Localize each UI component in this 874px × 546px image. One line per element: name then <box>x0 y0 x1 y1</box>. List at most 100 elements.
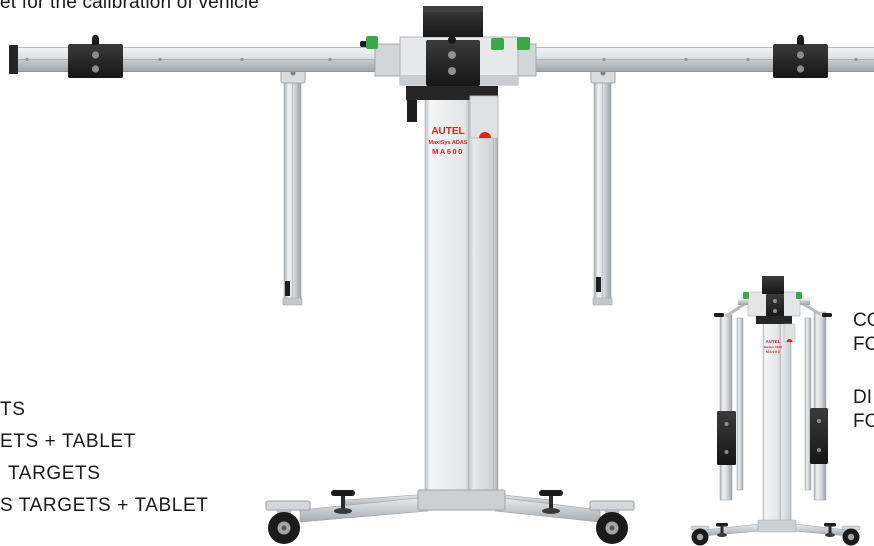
main-base <box>265 489 635 544</box>
compact-left-slider-bolt <box>724 422 729 426</box>
crossbar-screw <box>746 57 750 62</box>
compact-level-left <box>743 292 749 299</box>
right-foot-stem <box>549 496 553 509</box>
left-slider-bolt-bottom <box>91 65 100 73</box>
compact-right-leg <box>793 523 849 537</box>
compact-left-slider <box>717 411 736 465</box>
left-caster-wheel <box>265 500 311 544</box>
compact-left-outer-arm <box>719 314 733 501</box>
left-list-item: TS <box>0 399 26 420</box>
right-foot-pad <box>542 508 560 514</box>
center-bracket-knob <box>448 36 456 44</box>
right-foot-handle <box>539 490 563 496</box>
right-slider-block <box>773 44 828 78</box>
left-target-slider <box>68 34 123 78</box>
right-arm-clip <box>596 277 601 292</box>
right-list-item: FO <box>853 334 874 355</box>
right-slider-knob-stem <box>797 38 804 45</box>
right-caster-wheel <box>589 500 635 544</box>
right-list-item: FO <box>853 411 874 432</box>
right-hanging-arm <box>590 62 616 306</box>
compact-right-wheel-hub <box>847 533 855 541</box>
compact-right-inner-strut <box>804 317 812 491</box>
level-bubble-right <box>517 37 530 50</box>
left-arm-clip <box>285 281 290 296</box>
crossbar-screw <box>684 57 688 62</box>
left-list-item: ETS + TABLET <box>0 431 136 452</box>
crossbar-screw <box>25 57 29 62</box>
left-slider-bolt-top <box>91 51 100 59</box>
compact-right-arm-knob <box>822 313 832 317</box>
right-arm-end-cap <box>592 297 613 306</box>
compact-red-knob <box>786 339 793 342</box>
crossbar-screw <box>602 57 606 62</box>
compact-bracket-bolt <box>773 309 777 313</box>
column-branding: AUTEL MaxiSys ADAS MA600 <box>429 126 468 156</box>
compact-right-foot-pad <box>825 533 835 537</box>
right-leveling-foot <box>539 490 563 514</box>
column-body <box>424 97 499 495</box>
brand-model: MA600 <box>432 147 464 156</box>
right-slider-bolt-top <box>796 51 805 59</box>
compact-left-foot-pad <box>717 533 727 537</box>
red-adjust-knob <box>479 132 491 138</box>
left-foot-handle <box>331 490 355 496</box>
right-slider-bolt-bottom <box>796 65 805 73</box>
right-list-item: DI <box>853 387 872 408</box>
column-side-clamp <box>407 100 417 122</box>
right-slider-knob <box>797 34 804 42</box>
left-arm-end-cap <box>282 297 303 306</box>
compact-right-foot-handle <box>824 523 836 527</box>
main-column <box>424 97 499 495</box>
column-height-bracket <box>469 95 499 139</box>
compact-right-slider-bolt <box>817 448 821 452</box>
left-foot-pad <box>334 508 352 514</box>
left-wheel-axle <box>281 525 287 531</box>
compact-frame: AUTEL MaxiSys ADAS MA600 <box>690 276 861 546</box>
compact-right-slider <box>810 408 828 464</box>
compact-left-wheel-hub <box>696 533 704 541</box>
compact-left-slider-bolt <box>724 450 729 454</box>
compact-right-slider-bolt <box>817 419 821 423</box>
crossbar-screw <box>328 57 332 62</box>
right-wheel-axle <box>609 525 615 531</box>
compact-column <box>762 321 792 527</box>
compact-brand-product-line: MaxiSys ADAS <box>764 345 783 349</box>
top-caption: et for the calibration of vehicle <box>0 0 260 13</box>
compact-right-outer-arm <box>813 311 827 501</box>
compact-top-mount-box <box>762 276 784 294</box>
compact-bracket-bolt <box>773 299 777 303</box>
compact-base-hub <box>757 519 797 533</box>
center-bracket-bolt-bottom <box>448 67 456 75</box>
compact-under-block <box>756 316 792 324</box>
left-caster-plate <box>265 500 311 511</box>
crossbar-screw <box>854 57 858 62</box>
compact-left-foot-stem <box>720 526 724 534</box>
center-bracket-bolt-top <box>448 51 456 59</box>
brand-logo: AUTEL <box>431 126 464 137</box>
right-caster-plate <box>589 500 635 511</box>
compact-left-leg <box>702 523 761 537</box>
base-hub <box>417 489 506 511</box>
level-bubble-center-right <box>491 38 504 50</box>
left-list-item: TARGETS <box>8 463 101 484</box>
right-list-item: CO <box>853 310 874 331</box>
left-slider-knob-stem <box>92 38 99 45</box>
left-hanging-arm <box>280 62 306 306</box>
level-bubble-left <box>366 36 378 49</box>
compact-level-right <box>796 292 802 299</box>
center-carriage <box>360 6 537 139</box>
compact-left-arm-knob <box>714 313 724 317</box>
left-slider-block <box>68 44 123 78</box>
left-list-item: S TARGETS + TABLET <box>0 495 209 516</box>
top-mount-face <box>423 6 483 12</box>
center-bracket <box>426 40 480 86</box>
compact-brand-logo: AUTEL <box>766 339 781 344</box>
compact-left-inner-strut <box>736 317 744 491</box>
crossbar-screw <box>158 57 162 62</box>
crossbar-end-cap <box>9 45 18 74</box>
compact-right-foot-stem <box>828 526 832 534</box>
right-target-slider <box>773 34 828 78</box>
